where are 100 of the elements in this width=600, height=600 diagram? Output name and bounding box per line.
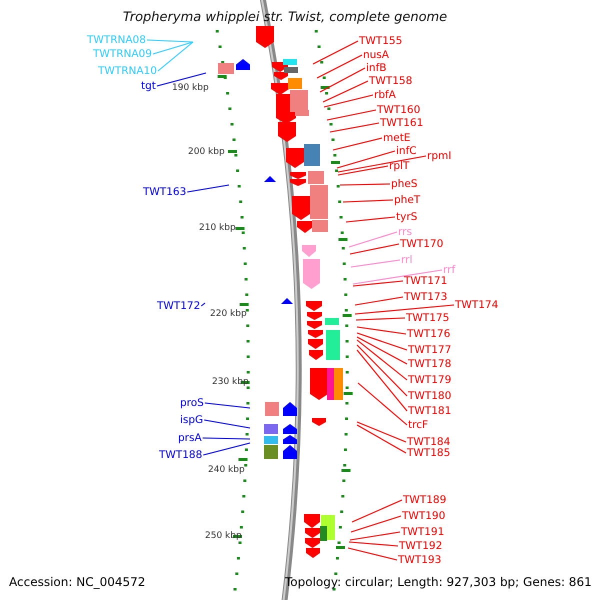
leader-line <box>338 155 426 173</box>
leader-line <box>350 531 400 541</box>
axis-tick-label: 250 kbp <box>205 531 242 541</box>
gene-label: nusA <box>363 49 389 61</box>
gene-label: rrl <box>401 254 412 266</box>
leader-line <box>352 500 402 522</box>
gene-label: pheT <box>394 194 420 206</box>
gene-label: TWT180 <box>408 390 452 402</box>
axis-tick-label: 240 kbp <box>208 465 245 475</box>
leader-line <box>322 80 368 102</box>
gene-label: rrf <box>443 264 456 276</box>
gene-label: TWT178 <box>408 358 452 370</box>
leader-line <box>356 332 408 351</box>
gene-label: pheS <box>391 178 418 190</box>
leader-line <box>152 41 194 55</box>
gene-label: TWT172 <box>157 300 200 312</box>
leader-line <box>202 437 250 440</box>
leader-line <box>338 165 388 176</box>
leader-line <box>320 68 366 92</box>
leader-line <box>350 259 400 268</box>
title: Tropheryma whipplei str. Twist, complete genome <box>122 10 448 26</box>
leader-line <box>356 344 408 396</box>
leader-line <box>200 302 206 306</box>
leader-line <box>354 304 454 315</box>
leader-line <box>187 184 230 193</box>
gene-label: TWT170 <box>400 238 444 250</box>
leader-line <box>158 42 194 72</box>
leader-line <box>204 419 250 429</box>
gene-label: infB <box>366 62 386 74</box>
gene-label: TWT185 <box>407 447 450 459</box>
leader-line <box>330 122 380 133</box>
axis-tick-label: 210 kbp <box>199 223 236 233</box>
gene-label: TWT158 <box>369 75 412 87</box>
leader-line <box>156 72 206 87</box>
axis-tick-label: 220 kbp <box>210 309 247 319</box>
leader-line <box>324 94 374 108</box>
gene-label: metE <box>383 132 410 144</box>
gene-label: TWT160 <box>377 104 420 116</box>
leader-line <box>342 199 394 203</box>
gene-label: TWT193 <box>398 554 442 566</box>
gene-label: TWT189 <box>403 494 446 506</box>
gene-label: rbfA <box>374 89 396 101</box>
gene-label: TWT191 <box>401 526 444 538</box>
gene-label: TWT173 <box>404 291 448 303</box>
gene-label: TWTRNA10 <box>98 65 157 77</box>
gene-label: TWT176 <box>407 328 450 340</box>
gene-label: infC <box>396 145 417 157</box>
leader-line <box>346 216 396 223</box>
leader-line <box>326 109 376 121</box>
axis-tick-label: 230 kbp <box>212 377 249 387</box>
gene-label: tyrS <box>396 211 418 223</box>
leader-line <box>146 39 194 43</box>
gene-label: TWT161 <box>380 117 424 129</box>
leader-line <box>356 336 408 364</box>
leader-line <box>340 183 390 186</box>
gene-label: rrs <box>398 226 412 238</box>
leader-line <box>356 350 408 412</box>
gene-label: rplT <box>389 160 410 172</box>
leader-line <box>316 54 362 78</box>
gene-label: trcF <box>408 419 428 431</box>
gene-label: prsA <box>178 432 202 444</box>
leader-line <box>350 243 400 255</box>
gene-label: TWTRNA09 <box>93 48 152 60</box>
axis-tick-label: 200 kbp <box>188 147 225 157</box>
leader-line <box>356 317 406 321</box>
leader-line <box>356 340 408 380</box>
gene-label: ispG <box>180 414 204 426</box>
leader-line <box>356 326 406 335</box>
leader-line <box>352 269 442 285</box>
axis-tick-label: 190 kbp <box>172 83 209 93</box>
leader-line <box>332 137 382 151</box>
leader-line <box>203 442 250 456</box>
leader-line <box>348 231 398 248</box>
leader-line <box>204 402 250 409</box>
gene-label: TWT192 <box>399 540 442 552</box>
gene-label: proS <box>180 397 204 409</box>
gene-label: TWT163 <box>143 186 186 198</box>
gene-label: TWT190 <box>402 510 446 522</box>
gene-label: TWT188 <box>159 449 202 461</box>
gene-label: rpmI <box>427 150 452 162</box>
gene-label: TWT171 <box>404 275 448 287</box>
gene-label: TWT179 <box>408 374 452 386</box>
genome-summary-text: Topology: circular; Length: 927,303 bp; Genes: 861 <box>285 575 592 589</box>
gene-label: TWT174 <box>455 299 498 311</box>
gene-label: tgt <box>141 80 156 92</box>
gene-label: TWTRNA08 <box>87 34 146 46</box>
leader-line <box>348 547 398 561</box>
gene-label: TWT155 <box>359 35 402 47</box>
leader-line <box>336 150 396 169</box>
leader-line <box>352 280 404 287</box>
leader-line <box>350 515 402 533</box>
leader-line <box>358 382 408 426</box>
gene-label: TWT175 <box>406 312 450 324</box>
leader-line <box>354 296 404 306</box>
accession-text: Accession: NC_004572 <box>9 575 146 589</box>
leader-line <box>356 422 406 442</box>
gene-label: TWT181 <box>408 405 452 417</box>
gene-label: TWT177 <box>408 344 452 356</box>
leader-line <box>312 40 358 64</box>
gene-label: TWT184 <box>407 436 450 448</box>
